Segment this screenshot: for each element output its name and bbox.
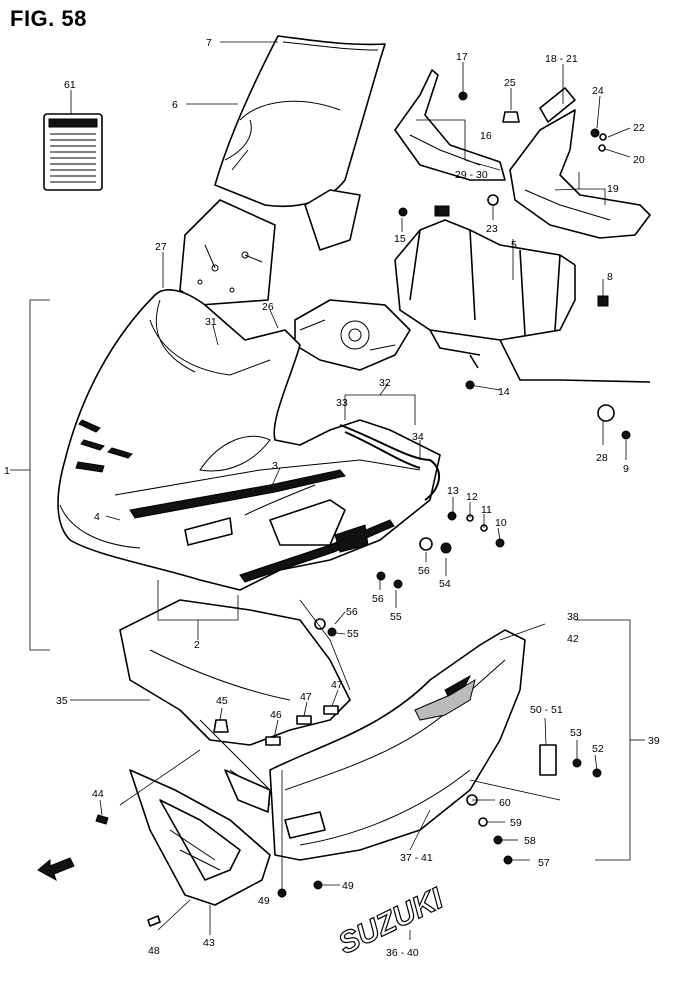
cowl-side-panel [269,499,369,553]
callout-23: 23 [486,223,498,235]
caution-label-icon [43,113,103,191]
callout-31: 31 [205,316,217,328]
callout-4: 4 [94,511,100,523]
lower-cowling-right [269,629,526,861]
callout-1: 1 [4,465,10,477]
callout-8: 8 [607,271,613,283]
callout-42: 42 [567,633,579,645]
callout-32: 32 [379,377,391,389]
callout-19: 19 [607,183,619,195]
callout-48: 48 [148,945,160,957]
windscreen [214,35,386,208]
center-cover [224,769,326,839]
callout-labels: 7 6 61 17 25 18 - 21 24 22 20 16 29 - 30… [4,37,660,959]
callout-5: 5 [511,239,517,251]
callout-45: 45 [216,695,228,707]
callout-47-b: 47 [331,679,343,691]
callout-35: 35 [56,695,68,707]
callout-10: 10 [495,517,507,529]
figure-title: FIG. 58 [10,6,87,31]
callout-37-41: 37 - 41 [400,852,433,864]
callout-11: 11 [481,504,492,516]
callout-57: 57 [538,857,550,869]
callout-15: 15 [394,233,406,245]
callout-50-51: 50 - 51 [530,704,563,716]
callout-55-a: 55 [390,611,402,623]
cowl-stay-mount [294,299,411,371]
callout-3: 3 [272,460,278,472]
callout-52: 52 [592,743,604,755]
callout-20: 20 [633,154,645,166]
meter-panel-bracket [179,189,361,306]
callout-2: 2 [194,639,200,651]
callout-22: 22 [633,122,645,134]
callout-61: 61 [64,79,76,91]
callout-56-c: 56 [346,606,358,618]
callout-49-a: 49 [258,895,270,907]
callout-36-40: 36 - 40 [386,947,419,959]
front-arrow-icon [37,857,75,882]
callout-28: 28 [596,452,608,464]
windscreen-trim [339,424,440,501]
callout-43: 43 [203,937,215,949]
inner-panel-right [509,87,651,239]
callout-46: 46 [270,709,282,721]
callout-55-b: 55 [347,628,359,640]
callout-24: 24 [592,85,604,97]
callout-29-30: 29 - 30 [455,169,488,181]
callout-27: 27 [155,241,167,253]
callout-14: 14 [498,386,510,398]
callout-18-21: 18 - 21 [545,53,578,65]
callout-60: 60 [499,797,511,809]
inner-panel-left [394,69,506,181]
callout-44: 44 [92,788,104,800]
cowl-bracket-frame [394,205,651,383]
callout-47-a: 47 [300,691,312,703]
callout-6: 6 [172,99,178,111]
callout-25: 25 [504,77,516,89]
callout-12: 12 [466,491,478,503]
callout-56-b: 56 [372,593,384,605]
callout-34: 34 [412,431,424,443]
callout-26: 26 [262,301,274,313]
callout-49-b: 49 [342,880,354,892]
callout-56-a: 56 [418,565,430,577]
callout-53: 53 [570,727,582,739]
callout-58: 58 [524,835,536,847]
leader-lines [10,41,645,940]
callout-39: 39 [648,735,660,747]
callout-13: 13 [447,485,459,497]
callout-38: 38 [567,611,579,623]
callout-9: 9 [623,463,629,475]
callout-33: 33 [336,397,348,409]
callout-7: 7 [206,37,212,49]
callout-16: 16 [480,130,492,142]
under-cover-bracket [129,769,271,906]
callout-59: 59 [510,817,522,829]
upper-cowling [57,289,441,591]
callout-54: 54 [439,578,451,590]
callout-17: 17 [456,51,468,63]
